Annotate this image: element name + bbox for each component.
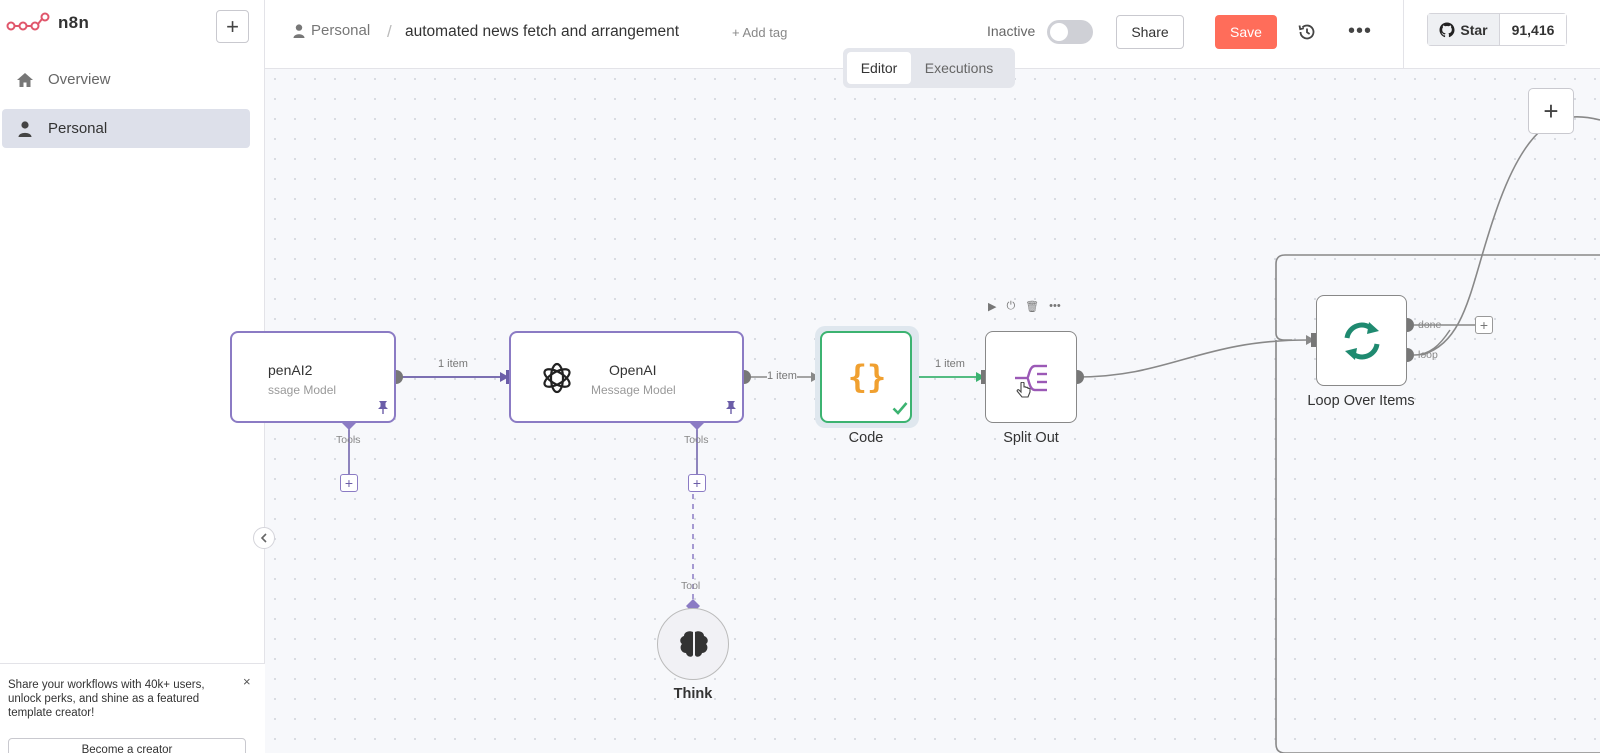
node-subtitle: ssage Model xyxy=(268,383,337,397)
workflow-name[interactable]: automated news fetch and arrangement xyxy=(405,23,680,40)
node-label: Split Out xyxy=(1003,430,1059,446)
node-openai2[interactable]: penAI2 ssage Model xyxy=(230,331,396,423)
status-label: Inactive xyxy=(987,23,1036,39)
add-tag-link[interactable]: + Add tag xyxy=(732,25,788,40)
create-button[interactable]: + xyxy=(216,10,249,43)
add-node-button[interactable]: + xyxy=(1528,88,1574,134)
trash-icon[interactable]: 🗑 xyxy=(1025,301,1040,313)
promo-text: Share your workflows with 40k+ users, un… xyxy=(8,679,205,719)
node-label: Loop Over Items xyxy=(1307,393,1415,409)
sidebar-item-label: Overview xyxy=(48,71,111,88)
add-done-node-button[interactable]: + xyxy=(1475,316,1493,334)
node-openai[interactable]: OpenAI Message Model xyxy=(509,331,744,423)
breadcrumb-separator: / xyxy=(387,22,392,41)
edge-label: 1 item xyxy=(935,358,965,370)
user-icon xyxy=(16,120,34,138)
creator-promo: Share your workflows with 40k+ users, un… xyxy=(0,663,265,753)
node-title: OpenAI xyxy=(609,362,657,378)
project-name: Personal xyxy=(311,22,371,39)
github-star-widget[interactable]: Star 91,416 xyxy=(1427,13,1567,46)
logo-text: n8n xyxy=(58,13,90,32)
pin-icon[interactable] xyxy=(725,400,737,417)
node-loop-over-items[interactable] xyxy=(1316,295,1407,386)
toggle-knob xyxy=(1050,23,1068,41)
close-icon[interactable]: × xyxy=(243,674,251,689)
cursor-hand-icon xyxy=(1016,381,1032,405)
sidebar-item-overview[interactable]: Overview xyxy=(2,60,250,99)
sidebar-item-personal[interactable]: Personal xyxy=(2,109,250,148)
tools-label: Tools xyxy=(336,434,361,446)
collapse-sidebar-button[interactable] xyxy=(253,527,275,549)
loop-edge xyxy=(1421,116,1600,356)
brain-icon xyxy=(678,629,710,664)
tool-label: Tool xyxy=(681,580,701,592)
github-star-label: Star xyxy=(1460,21,1488,38)
github-star-button[interactable]: Star xyxy=(1428,14,1500,45)
active-toggle[interactable] xyxy=(1047,20,1093,44)
edge-label: 1 item xyxy=(767,370,797,382)
openai-icon xyxy=(539,360,575,396)
user-icon xyxy=(293,23,305,38)
pin-icon[interactable] xyxy=(377,400,389,417)
save-button[interactable]: Save xyxy=(1215,15,1277,49)
github-icon xyxy=(1439,22,1455,37)
header-divider xyxy=(1403,0,1404,69)
svg-text:{}: {} xyxy=(848,358,887,396)
done-label: done xyxy=(1418,319,1442,331)
node-label: Think xyxy=(673,686,713,702)
github-star-count: 91,416 xyxy=(1500,14,1566,45)
top-bar: Personal / automated news fetch and arra… xyxy=(265,0,1600,69)
tab-executions[interactable]: Executions xyxy=(924,60,994,76)
success-check-icon xyxy=(892,401,908,420)
node-title: penAI2 xyxy=(268,362,313,378)
tab-editor[interactable]: Editor xyxy=(847,52,911,84)
power-icon[interactable]: ⏻ xyxy=(1006,300,1016,312)
node-split-out[interactable] xyxy=(985,331,1077,423)
chevron-left-icon xyxy=(260,533,267,543)
share-button[interactable]: Share xyxy=(1116,15,1184,49)
play-icon[interactable]: ▶ xyxy=(988,301,997,313)
home-icon xyxy=(16,71,34,89)
edge-label: 1 item xyxy=(438,358,468,370)
breadcrumb-project[interactable]: Personal xyxy=(293,22,370,39)
tools-label: Tools xyxy=(684,434,709,446)
code-icon: {} xyxy=(845,355,889,404)
node-code[interactable]: {} xyxy=(820,331,912,423)
history-icon[interactable] xyxy=(1296,21,1318,43)
loop-icon xyxy=(1339,318,1385,369)
sidebar: n8n + Overview Personal Share your workf… xyxy=(0,0,265,753)
node-toolbar: ▶ ⏻ 🗑 ••• xyxy=(988,300,1061,313)
loop-group-frame xyxy=(1275,254,1600,341)
edge-splitout-loop xyxy=(1076,339,1309,378)
node-label: Code xyxy=(848,430,884,446)
become-creator-button[interactable]: Become a creator xyxy=(8,738,246,753)
add-tool-button[interactable]: + xyxy=(688,474,706,492)
node-think[interactable] xyxy=(657,608,729,680)
loop-label: loop xyxy=(1418,349,1438,361)
sidebar-item-label: Personal xyxy=(48,120,108,137)
more-options-icon[interactable]: ••• xyxy=(1348,20,1373,42)
add-tool-button[interactable]: + xyxy=(340,474,358,492)
more-icon[interactable]: ••• xyxy=(1049,300,1061,312)
workflow-canvas[interactable] xyxy=(265,69,1600,753)
split-out-icon xyxy=(1013,360,1053,401)
node-subtitle: Message Model xyxy=(591,383,676,397)
view-switcher: Editor Executions xyxy=(843,48,1015,88)
n8n-logo[interactable]: n8n xyxy=(6,12,89,34)
n8n-logo-icon xyxy=(6,12,50,31)
